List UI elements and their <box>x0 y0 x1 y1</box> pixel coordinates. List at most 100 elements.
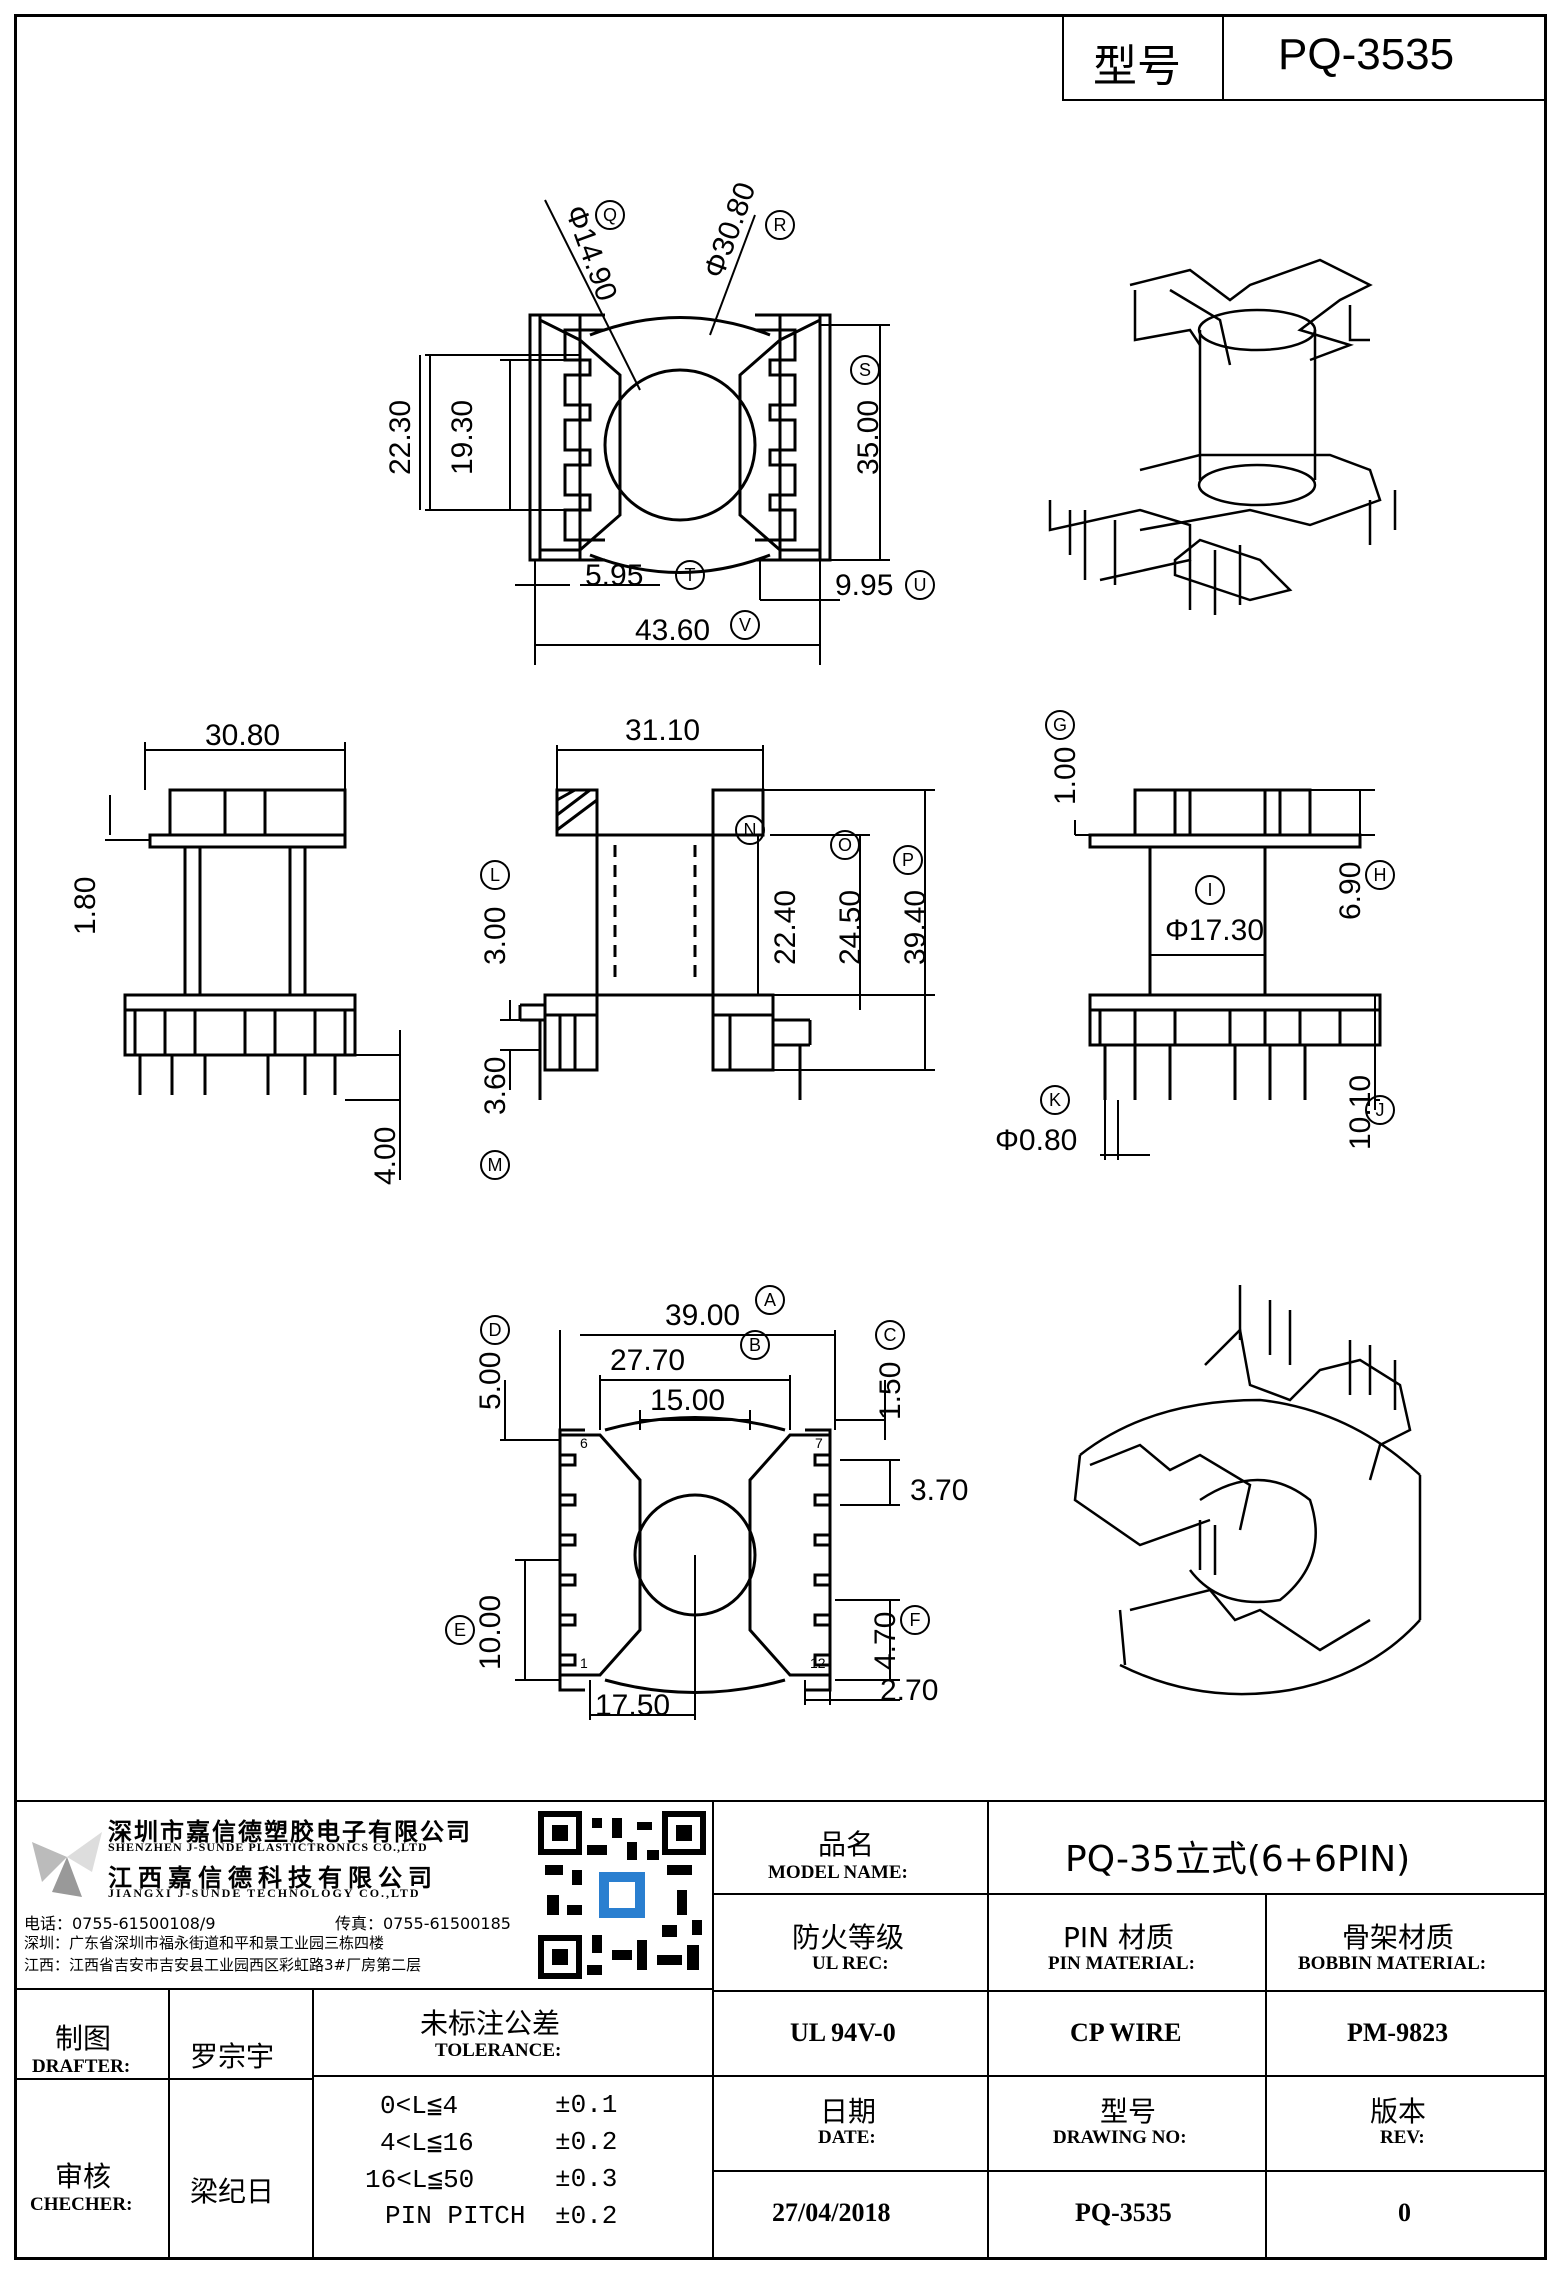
dim-19-30: 19.30 <box>446 400 479 475</box>
tb-tol-h <box>312 2075 712 2077</box>
tol-row-1-value: ±0.1 <box>555 2090 618 2120</box>
svg-text:V: V <box>739 615 751 635</box>
dim-4-70: 4.70 <box>869 1612 902 1670</box>
dim-17-50: 17.50 <box>595 1689 670 1722</box>
svg-text:N: N <box>744 820 757 840</box>
right-view <box>1074 788 1382 1160</box>
dim-3-00: 3.00 <box>479 907 512 965</box>
top-view <box>419 199 890 665</box>
dim-1-50: 1.50 <box>874 1362 907 1420</box>
company-fax: 传真：0755-61500185 <box>335 1914 511 1933</box>
bobbin-label-en: BOBBIN MATERIAL: <box>1298 1953 1487 1974</box>
model-name-label: 品名 <box>818 1828 875 1861</box>
company-addr-sz: 深圳：广东省深圳市福永街道和平和景工业园三栋四楼 <box>24 1934 385 1952</box>
company-phone: 电话：0755-61500108/9 <box>24 1914 216 1933</box>
bottom-view <box>500 1330 900 1720</box>
company-addr-jx: 江西：江西省吉安市吉安县工业园西区彩虹路3#厂房第二层 <box>24 1956 422 1974</box>
rev-label-en: REV: <box>1380 2127 1425 2148</box>
circle-letter-s <box>850 355 880 385</box>
svg-text:S: S <box>859 360 871 380</box>
svg-text:R: R <box>774 215 787 235</box>
rev-label: 版本 <box>1370 2095 1427 2128</box>
dim-15-00: 15.00 <box>650 1384 725 1417</box>
tb-row1 <box>712 1800 1547 1895</box>
circle-letter-n <box>735 815 765 845</box>
model-name-value: PQ-35立式(6+6PIN) <box>1065 1839 1411 1880</box>
company-name-jx-en: JIANGXI J-SUNDE TECHNOLOGY CO.,LTD <box>108 1886 421 1900</box>
dim-9-95: 9.95 <box>835 569 893 602</box>
svg-text:H: H <box>1374 865 1387 885</box>
circle-letter-i <box>1195 875 1225 905</box>
company-name-jx: 江西嘉信德科技有限公司 <box>108 1864 438 1892</box>
checker-label: 审核 <box>55 2160 112 2193</box>
dim-39-40: 39.40 <box>899 890 932 965</box>
technical-drawing: Φ14.90 Φ30.80 22.30 19.30 35.00 5.95 9.9… <box>69 178 1422 1722</box>
date-value: 27/04/2018 <box>772 2198 891 2227</box>
date-label-en: DATE: <box>818 2127 876 2148</box>
dim-5-00: 5.00 <box>474 1352 507 1410</box>
dim-4-00: 4.00 <box>369 1127 402 1185</box>
svg-text:T: T <box>685 565 696 585</box>
circle-letter-h <box>1365 860 1395 890</box>
svg-text:K: K <box>1049 1090 1061 1110</box>
dim-1-00: 1.00 <box>1049 747 1082 805</box>
tb-left-h <box>14 2078 314 2080</box>
circle-letter-a <box>755 1285 785 1315</box>
dwg-value: PQ-3535 <box>1075 2198 1172 2227</box>
drafter-label-en: DRAFTER: <box>32 2056 131 2077</box>
pin-label-en: PIN MATERIAL: <box>1048 1953 1195 1974</box>
dim-24-50: 24.50 <box>834 890 867 965</box>
dim-39-00: 39.00 <box>665 1299 740 1332</box>
dwg-label: 型号 <box>1100 2095 1157 2128</box>
tb-h-4 <box>712 2170 1547 2172</box>
bottom-view-labels: 39.00 27.70 15.00 5.00 1.50 3.70 10.00 4… <box>474 1299 968 1722</box>
svg-text:L: L <box>490 865 500 885</box>
qr-code-icon <box>537 1810 707 1980</box>
dim-3-70: 3.70 <box>910 1474 968 1507</box>
svg-text:M: M <box>488 1155 503 1175</box>
title-box-value: PQ-3535 <box>1278 30 1455 79</box>
model-name-label-en: MODEL NAME: <box>768 1862 908 1883</box>
svg-text:Q: Q <box>603 205 617 225</box>
tb-left-v1 <box>168 1990 170 2260</box>
svg-text:F: F <box>910 1610 921 1630</box>
dim-30-80: 30.80 <box>205 719 280 752</box>
date-label: 日期 <box>820 2095 877 2128</box>
dwg-label-en: DRAWING NO: <box>1053 2127 1187 2148</box>
pin-label: PIN 材质 <box>1063 1921 1174 1954</box>
front-view <box>105 742 401 1180</box>
circle-letter-v <box>730 610 760 640</box>
tb-v-3 <box>1265 1895 1267 2260</box>
circle-letter-p <box>893 845 923 875</box>
circle-letter-l <box>480 860 510 890</box>
dim-phi-30-80: Φ30.80 <box>698 178 763 282</box>
drafter-label: 制图 <box>55 2022 112 2055</box>
dim-31-10: 31.10 <box>625 714 700 747</box>
tb-v-2 <box>987 1800 989 2260</box>
tol-row-2-value: ±0.2 <box>555 2127 618 2157</box>
tol-row-4-range: PIN PITCH <box>385 2201 526 2231</box>
front-view-labels: 30.80 1.80 4.00 <box>69 719 402 1185</box>
circle-letter-f <box>900 1605 930 1635</box>
tb-h-3 <box>712 2075 1547 2077</box>
company-logo-icon <box>32 1832 102 1897</box>
drafter-value: 罗宗宇 <box>190 2040 275 2073</box>
side-view <box>500 745 935 1100</box>
svg-text:E: E <box>454 1620 466 1640</box>
pin-number-labels: 6 7 1 12 <box>580 1435 826 1671</box>
title-box-label: 型号 <box>1093 41 1181 92</box>
tol-row-1-range: 0<L≦4 <box>380 2091 459 2121</box>
dim-phi-17-30: Φ17.30 <box>1165 914 1264 947</box>
dim-6-90: 6.90 <box>1334 862 1367 920</box>
rev-value: 0 <box>1398 2198 1411 2227</box>
circle-letter-k <box>1040 1085 1070 1115</box>
pin-7: 7 <box>815 1435 823 1451</box>
dim-22-30: 22.30 <box>384 400 417 475</box>
dim-phi-0-80: Φ0.80 <box>995 1124 1077 1157</box>
tolerance-label-en: TOLERANCE: <box>435 2040 562 2061</box>
svg-text:I: I <box>1207 880 1212 900</box>
title-box-divider <box>1222 14 1224 101</box>
svg-text:U: U <box>914 575 927 595</box>
circle-letter-b <box>740 1330 770 1360</box>
